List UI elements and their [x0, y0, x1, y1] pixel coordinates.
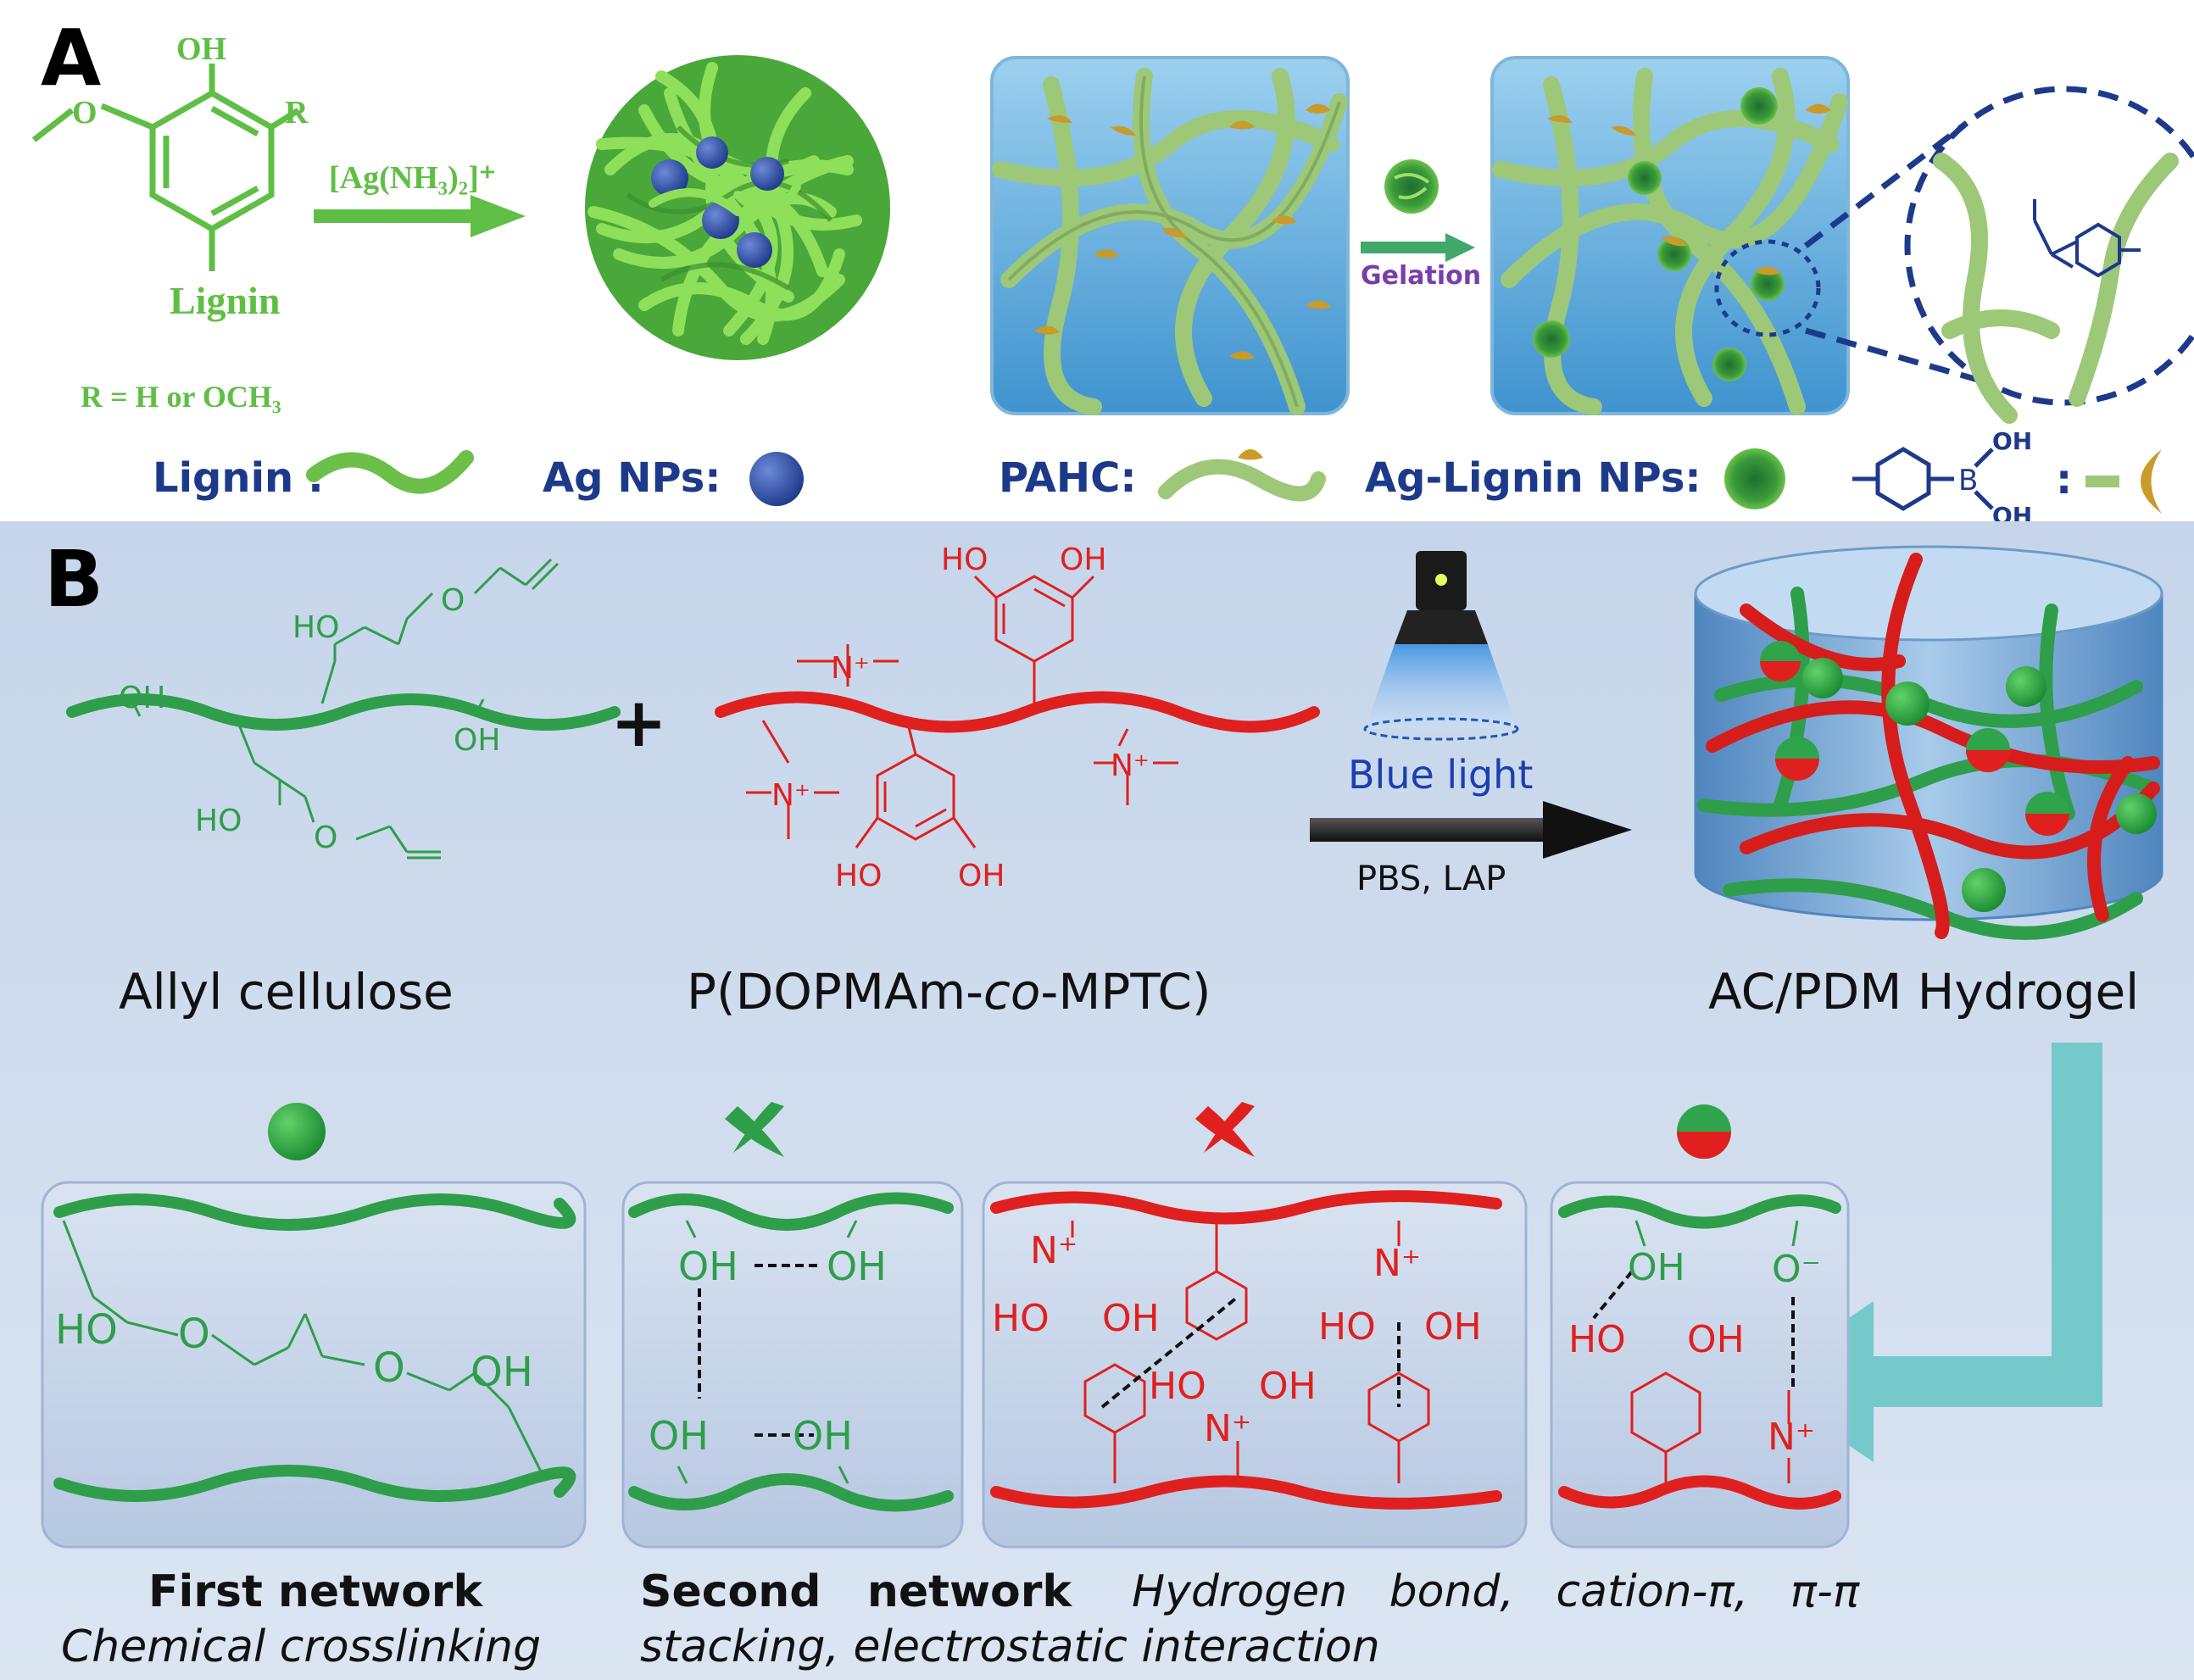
allyl-ho-top: HO — [292, 610, 339, 645]
pi-box-ho-3: HO — [1318, 1305, 1376, 1349]
pahc-symbol — [1158, 449, 1326, 502]
panel-b: B — [0, 521, 2194, 1680]
chemical-crosslink-icon — [268, 1103, 326, 1160]
copolymer-structure: HO OH N⁺ N⁺ N⁺ HO OH — [715, 542, 1320, 893]
ag-np-symbol — [749, 452, 804, 506]
flashlight-icon — [1363, 551, 1519, 741]
legend-lignin-label: Lignin : — [153, 454, 324, 502]
lignin-oh-label: OH — [176, 31, 226, 67]
blue-light-label: Blue light — [1348, 752, 1533, 798]
es-box-ho: HO — [1568, 1318, 1626, 1361]
gelation-arrow — [1361, 159, 1475, 262]
second-network-caption: Second network — [640, 1566, 1072, 1617]
first-box-o-right: O — [373, 1344, 405, 1392]
es-box-oh: OH — [1628, 1246, 1685, 1289]
pahc-network-box — [990, 56, 1350, 415]
lignin-r-definition: R = H or OCH₃ — [81, 380, 281, 414]
hydrogel-cylinder — [1694, 545, 2163, 940]
legend-ag-lignin-nps-label: Ag-Lignin NPs: — [1365, 454, 1701, 502]
allyl-oh-right: OH — [454, 723, 500, 758]
copolymer-oh-top: OH — [1060, 542, 1106, 577]
pi-box-ho-1: HO — [992, 1297, 1050, 1340]
first-box-oh: OH — [471, 1349, 533, 1396]
reaction-arrow — [1310, 801, 1632, 859]
lignin-structure — [31, 64, 300, 271]
first-box-ho: HO — [55, 1306, 118, 1354]
pi-box-oh-3: OH — [1424, 1305, 1482, 1349]
copolymer-n-plus-left: N⁺ — [771, 778, 810, 813]
pbs-lap-label: PBS, LAP — [1356, 859, 1506, 898]
green-cross-icon — [725, 1102, 784, 1157]
boronate-ester-zoom — [1933, 153, 2179, 424]
copolymer-ho-top: HO — [941, 542, 988, 577]
hb-box-oh-4: OH — [793, 1413, 853, 1459]
es-box-n: N⁺ — [1768, 1416, 1815, 1459]
plus-sign: + — [610, 683, 667, 762]
reagent-arrow — [314, 195, 526, 237]
gelled-network-box — [1490, 56, 1850, 415]
copolymer-n-plus-top: N⁺ — [831, 651, 870, 686]
interaction-caption-line-1: Hydrogen bond, cation-π, π-π — [1132, 1566, 1860, 1617]
first-box-o-left: O — [178, 1310, 210, 1358]
allyl-o-bottom: O — [314, 821, 337, 855]
hydrogel-name: AC/PDM Hydrogel — [1708, 963, 2139, 1021]
panel-b-label: B — [44, 534, 103, 625]
pi-box-n-bottom: N⁺ — [1204, 1407, 1251, 1450]
pi-box-n-right: N⁺ — [1373, 1242, 1421, 1285]
legend-pahc-label: PAHC: — [999, 454, 1137, 502]
ag-lignin-nanoparticle — [585, 55, 890, 360]
first-network-box: HO O O OH — [41, 1181, 587, 1549]
es-box-o-minus: O⁻ — [1772, 1248, 1821, 1291]
hb-box-oh-1: OH — [678, 1243, 738, 1289]
pi-box-n-left: N⁺ — [1030, 1229, 1078, 1272]
gelation-label: Gelation — [1361, 261, 1481, 291]
copolymer-ho-bottom: HO — [835, 859, 882, 893]
pi-box-ho-2: HO — [1149, 1365, 1206, 1408]
lignin-name: Lignin — [170, 279, 280, 322]
boronic-acid-group-symbol — [2085, 449, 2162, 514]
hb-box-oh-3: OH — [649, 1413, 709, 1459]
allyl-cellulose-structure: HO O OH OH HO O — [66, 558, 621, 859]
pi-box-oh-2: OH — [1259, 1365, 1317, 1408]
panel-a-label: A — [41, 13, 101, 103]
copolymer-n-plus-right: N⁺ — [1111, 748, 1150, 783]
allyl-oh-left: OH — [119, 681, 165, 715]
hydrogen-bond-box: OH OH OH OH — [621, 1181, 964, 1549]
red-cross-icon — [1195, 1102, 1255, 1157]
interaction-caption-line-2: stacking, electrostatic interaction — [640, 1622, 1380, 1672]
pi-box-oh-1: OH — [1102, 1297, 1160, 1340]
lignin-symbol — [306, 450, 474, 494]
allyl-o-top: O — [441, 583, 465, 618]
first-network-caption: First network — [148, 1566, 483, 1617]
allyl-ho-bottom: HO — [195, 804, 242, 838]
allyl-cellulose-name: Allyl cellulose — [119, 963, 454, 1021]
boronic-b-label: B — [1958, 464, 1978, 498]
copolymer-oh-bottom: OH — [958, 859, 1005, 893]
electrostatic-box: OH O⁻ HO OH N⁺ — [1550, 1181, 1850, 1549]
panel-a: A OH O R Lignin R = H or OCH₃ [Ag(NH₃)₂]… — [31, 13, 2194, 530]
lignin-o-label: O — [72, 95, 97, 131]
dual-interaction-icon — [1677, 1104, 1731, 1159]
zoom-indicator — [1803, 86, 2194, 406]
boronic-colon: : — [2056, 456, 2072, 503]
lignin-r-label: R — [285, 95, 309, 131]
es-box-oh-red: OH — [1687, 1318, 1745, 1361]
reagent-label: [Ag(NH₃)₂]⁺ — [329, 160, 496, 196]
legend-row: Lignin : Ag NPs: PAHC: Ag-Lignin NPs: B … — [153, 427, 2162, 530]
pi-interaction-box: N⁺ N⁺ N⁺ HO OH HO OH HO OH — [982, 1181, 1528, 1549]
phenylboronic-acid-symbol — [1852, 447, 1994, 511]
chemical-crosslinking-caption: Chemical crosslinking — [61, 1622, 541, 1672]
copolymer-name: P(DOPMAm-co-MPTC) — [687, 963, 1211, 1021]
legend-ag-nps-label: Ag NPs: — [543, 454, 721, 502]
hb-box-oh-2: OH — [827, 1243, 887, 1289]
ag-lignin-np-symbol — [1724, 448, 1785, 509]
boronic-oh-top-label: OH — [1992, 427, 2032, 455]
